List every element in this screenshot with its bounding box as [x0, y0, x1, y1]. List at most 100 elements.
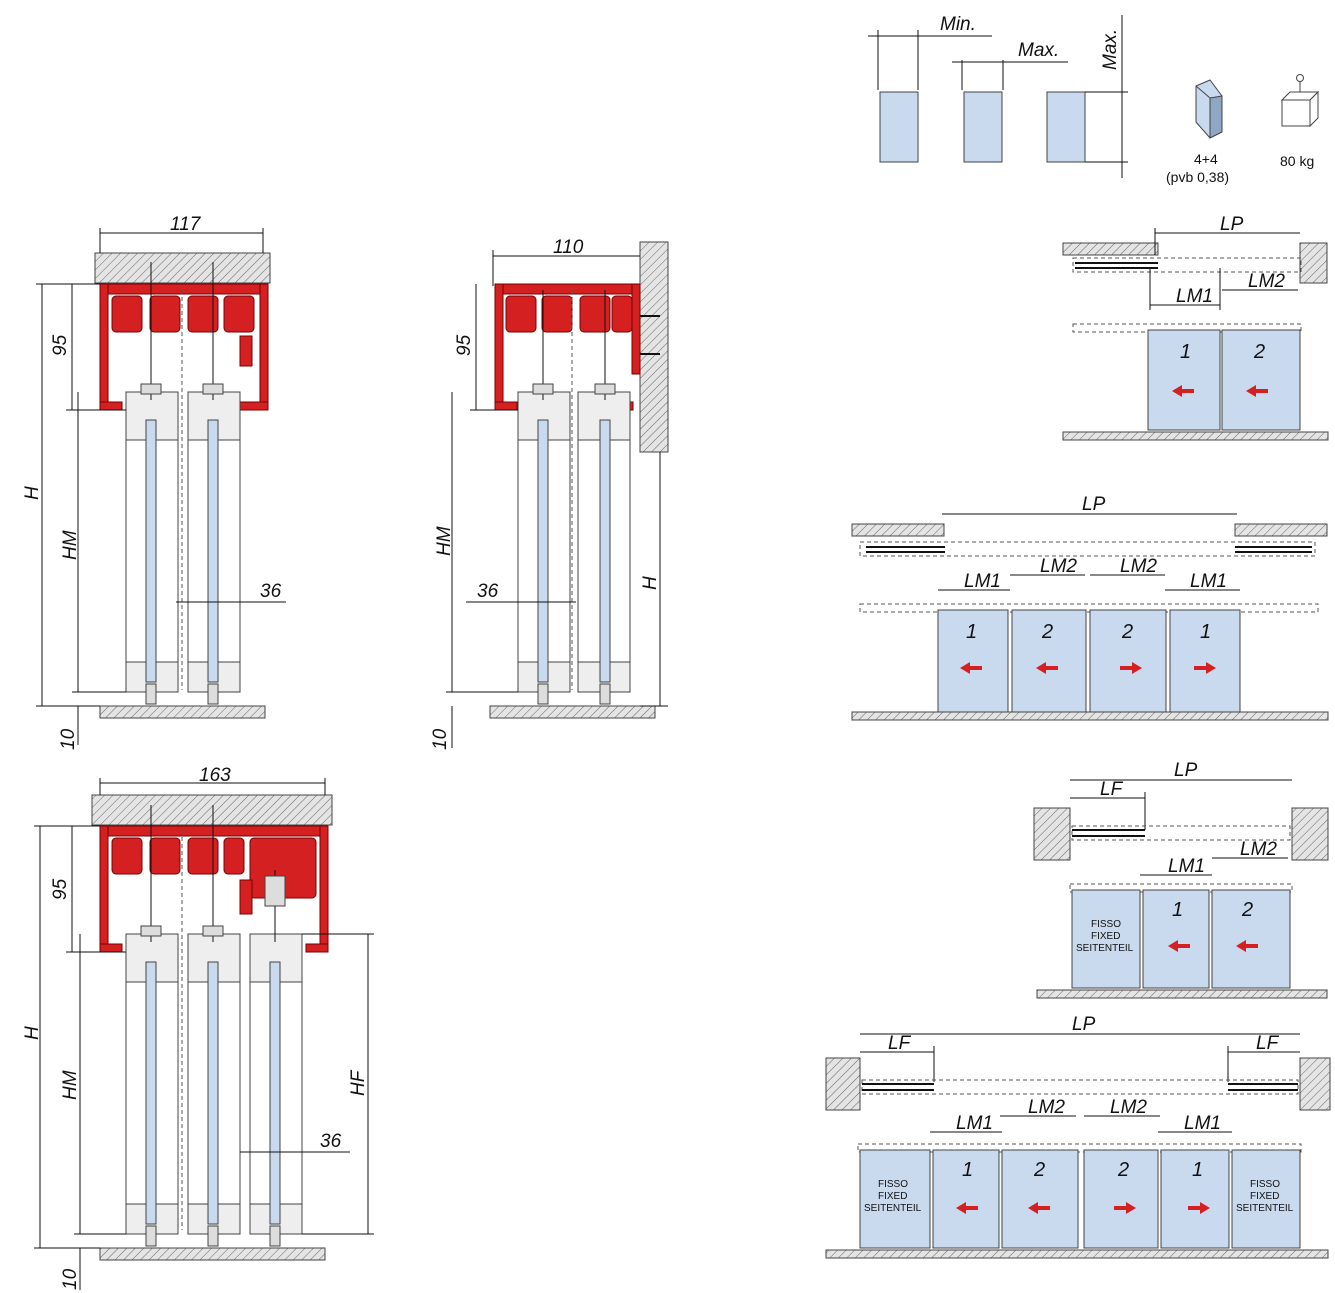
- arrow-right-icon: [1114, 1202, 1136, 1214]
- lm1-left-label: LM1: [964, 571, 1001, 592]
- weight-label: 80 kg: [1280, 153, 1314, 169]
- lm1-label: LM1: [1168, 856, 1205, 877]
- door-label: 2: [1041, 621, 1053, 643]
- lp-label: LP: [1220, 214, 1244, 235]
- arrow-left-icon: [1172, 385, 1194, 397]
- config-three: LP LF LM1 LM2 FISSO FIXED SEITENTEIL 1 2: [1033, 760, 1329, 999]
- lp-label: LP: [1082, 494, 1106, 515]
- height-label: H: [22, 1026, 43, 1040]
- arrow-left-icon: [1028, 1202, 1050, 1214]
- section-two-track: 117 H: [22, 214, 286, 750]
- section-three-track: 163: [22, 765, 374, 1290]
- door-label: 2: [1241, 899, 1253, 921]
- floor-gap-label: 10: [430, 728, 451, 750]
- floor-gap-label: 10: [60, 1268, 81, 1290]
- width-label: 110: [553, 237, 584, 258]
- arrow-right-icon: [1188, 1202, 1210, 1214]
- config-one: LP LM1 LM2 1 2: [1062, 214, 1329, 441]
- door-label: 2: [1121, 621, 1133, 643]
- lm2-left-label: LM2: [1040, 556, 1077, 577]
- fixed-panel: [1071, 889, 1141, 989]
- lm2-right-label: LM2: [1120, 556, 1157, 577]
- red-profile: [99, 283, 269, 411]
- glass-mid: [963, 91, 1003, 163]
- floor: [99, 1247, 326, 1261]
- door-2-label: 2: [1253, 341, 1265, 363]
- lm2-right-label: LM2: [1110, 1097, 1147, 1118]
- door-label: 1: [1200, 621, 1211, 643]
- door-height-label: HM: [60, 1070, 81, 1100]
- max-width-label: Max.: [1018, 40, 1059, 61]
- lf-right-label: LF: [1256, 1033, 1280, 1054]
- red-profile: [494, 283, 660, 411]
- lm1-label: LM1: [1176, 286, 1213, 307]
- arrow-left-icon: [956, 1202, 978, 1214]
- height-label: H: [640, 576, 661, 590]
- fixed-label: SEITENTEIL: [864, 1203, 922, 1214]
- fixed-label: FIXED: [878, 1191, 907, 1202]
- door-2: [1221, 329, 1301, 431]
- weight-icon: [1280, 74, 1320, 128]
- profile-height-label: 95: [50, 878, 71, 900]
- glass-panel-1: [145, 419, 157, 683]
- fixed-label: FISSO: [1091, 919, 1121, 930]
- lm1-right-label: LM1: [1184, 1113, 1221, 1134]
- fixed-label: FISSO: [878, 1179, 908, 1190]
- specs-block: Min. Max. Max. 4+4 (pvb 0,38) 80 kg: [868, 14, 1320, 185]
- fixed-label: SEITENTEIL: [1076, 943, 1134, 954]
- arrow-right-icon: [1120, 662, 1142, 674]
- fixed-label: SEITENTEIL: [1236, 1203, 1294, 1214]
- fixed-label: FIXED: [1250, 1191, 1279, 1202]
- width-label: 163: [199, 765, 231, 786]
- lp-label: LP: [1072, 1014, 1096, 1035]
- glass-pvb-label: (pvb 0,38): [1166, 169, 1229, 185]
- door-label: 1: [962, 1159, 973, 1181]
- glass-thickness-icon: [1195, 79, 1223, 139]
- fixed-label: FISSO: [1250, 1179, 1280, 1190]
- lm2-left-label: LM2: [1028, 1097, 1065, 1118]
- door-height-label: HM: [434, 526, 455, 556]
- glass-label: 4+4: [1194, 151, 1218, 167]
- panel-gap-label: 36: [477, 581, 499, 602]
- door-label: 1: [1172, 899, 1183, 921]
- max-height-label: Max.: [1100, 29, 1121, 70]
- floor: [99, 705, 266, 719]
- lp-label: LP: [1174, 760, 1198, 781]
- panel-gap-label: 36: [320, 1131, 342, 1152]
- glass-panel-2: [207, 419, 219, 683]
- config-four: LP LF LF LM1 LM2 LM2 LM1 FISSO FIXED SEI…: [825, 1014, 1331, 1259]
- arrow-left-icon: [1236, 940, 1258, 952]
- arrow-right-icon: [1194, 662, 1216, 674]
- fixed-height-label: HF: [348, 1069, 369, 1096]
- door-height-label: HM: [60, 530, 81, 560]
- lm1-right-label: LM1: [1190, 571, 1227, 592]
- door-label: 2: [1117, 1159, 1129, 1181]
- floor-gap-label: 10: [58, 728, 79, 750]
- arrow-left-icon: [1168, 940, 1190, 952]
- door-1-label: 1: [1180, 341, 1191, 363]
- door-label: 2: [1033, 1159, 1045, 1181]
- lf-label: LF: [1100, 779, 1124, 800]
- width-label: 117: [170, 214, 202, 235]
- floor: [489, 705, 656, 719]
- glass-max: [1046, 91, 1086, 163]
- ceiling: [94, 252, 271, 284]
- glass-min: [879, 91, 919, 163]
- arrow-left-icon: [960, 662, 982, 674]
- panel-gap-label: 36: [260, 581, 282, 602]
- door-label: 1: [966, 621, 977, 643]
- profile-height-label: 95: [50, 334, 71, 356]
- fixed-label: FIXED: [1091, 931, 1120, 942]
- config-two: LP LM1 LM2 LM2 LM1 1 2 2 1: [851, 494, 1329, 721]
- height-label: H: [22, 486, 43, 500]
- ceiling: [91, 794, 333, 826]
- profile-height-label: 95: [454, 334, 475, 356]
- lm1-left-label: LM1: [956, 1113, 993, 1134]
- door-1: [1147, 329, 1221, 431]
- section-wall: 110 H: [430, 237, 669, 750]
- door-label: 1: [1192, 1159, 1203, 1181]
- min-label: Min.: [940, 14, 976, 35]
- wall: [639, 241, 669, 453]
- lf-left-label: LF: [888, 1033, 912, 1054]
